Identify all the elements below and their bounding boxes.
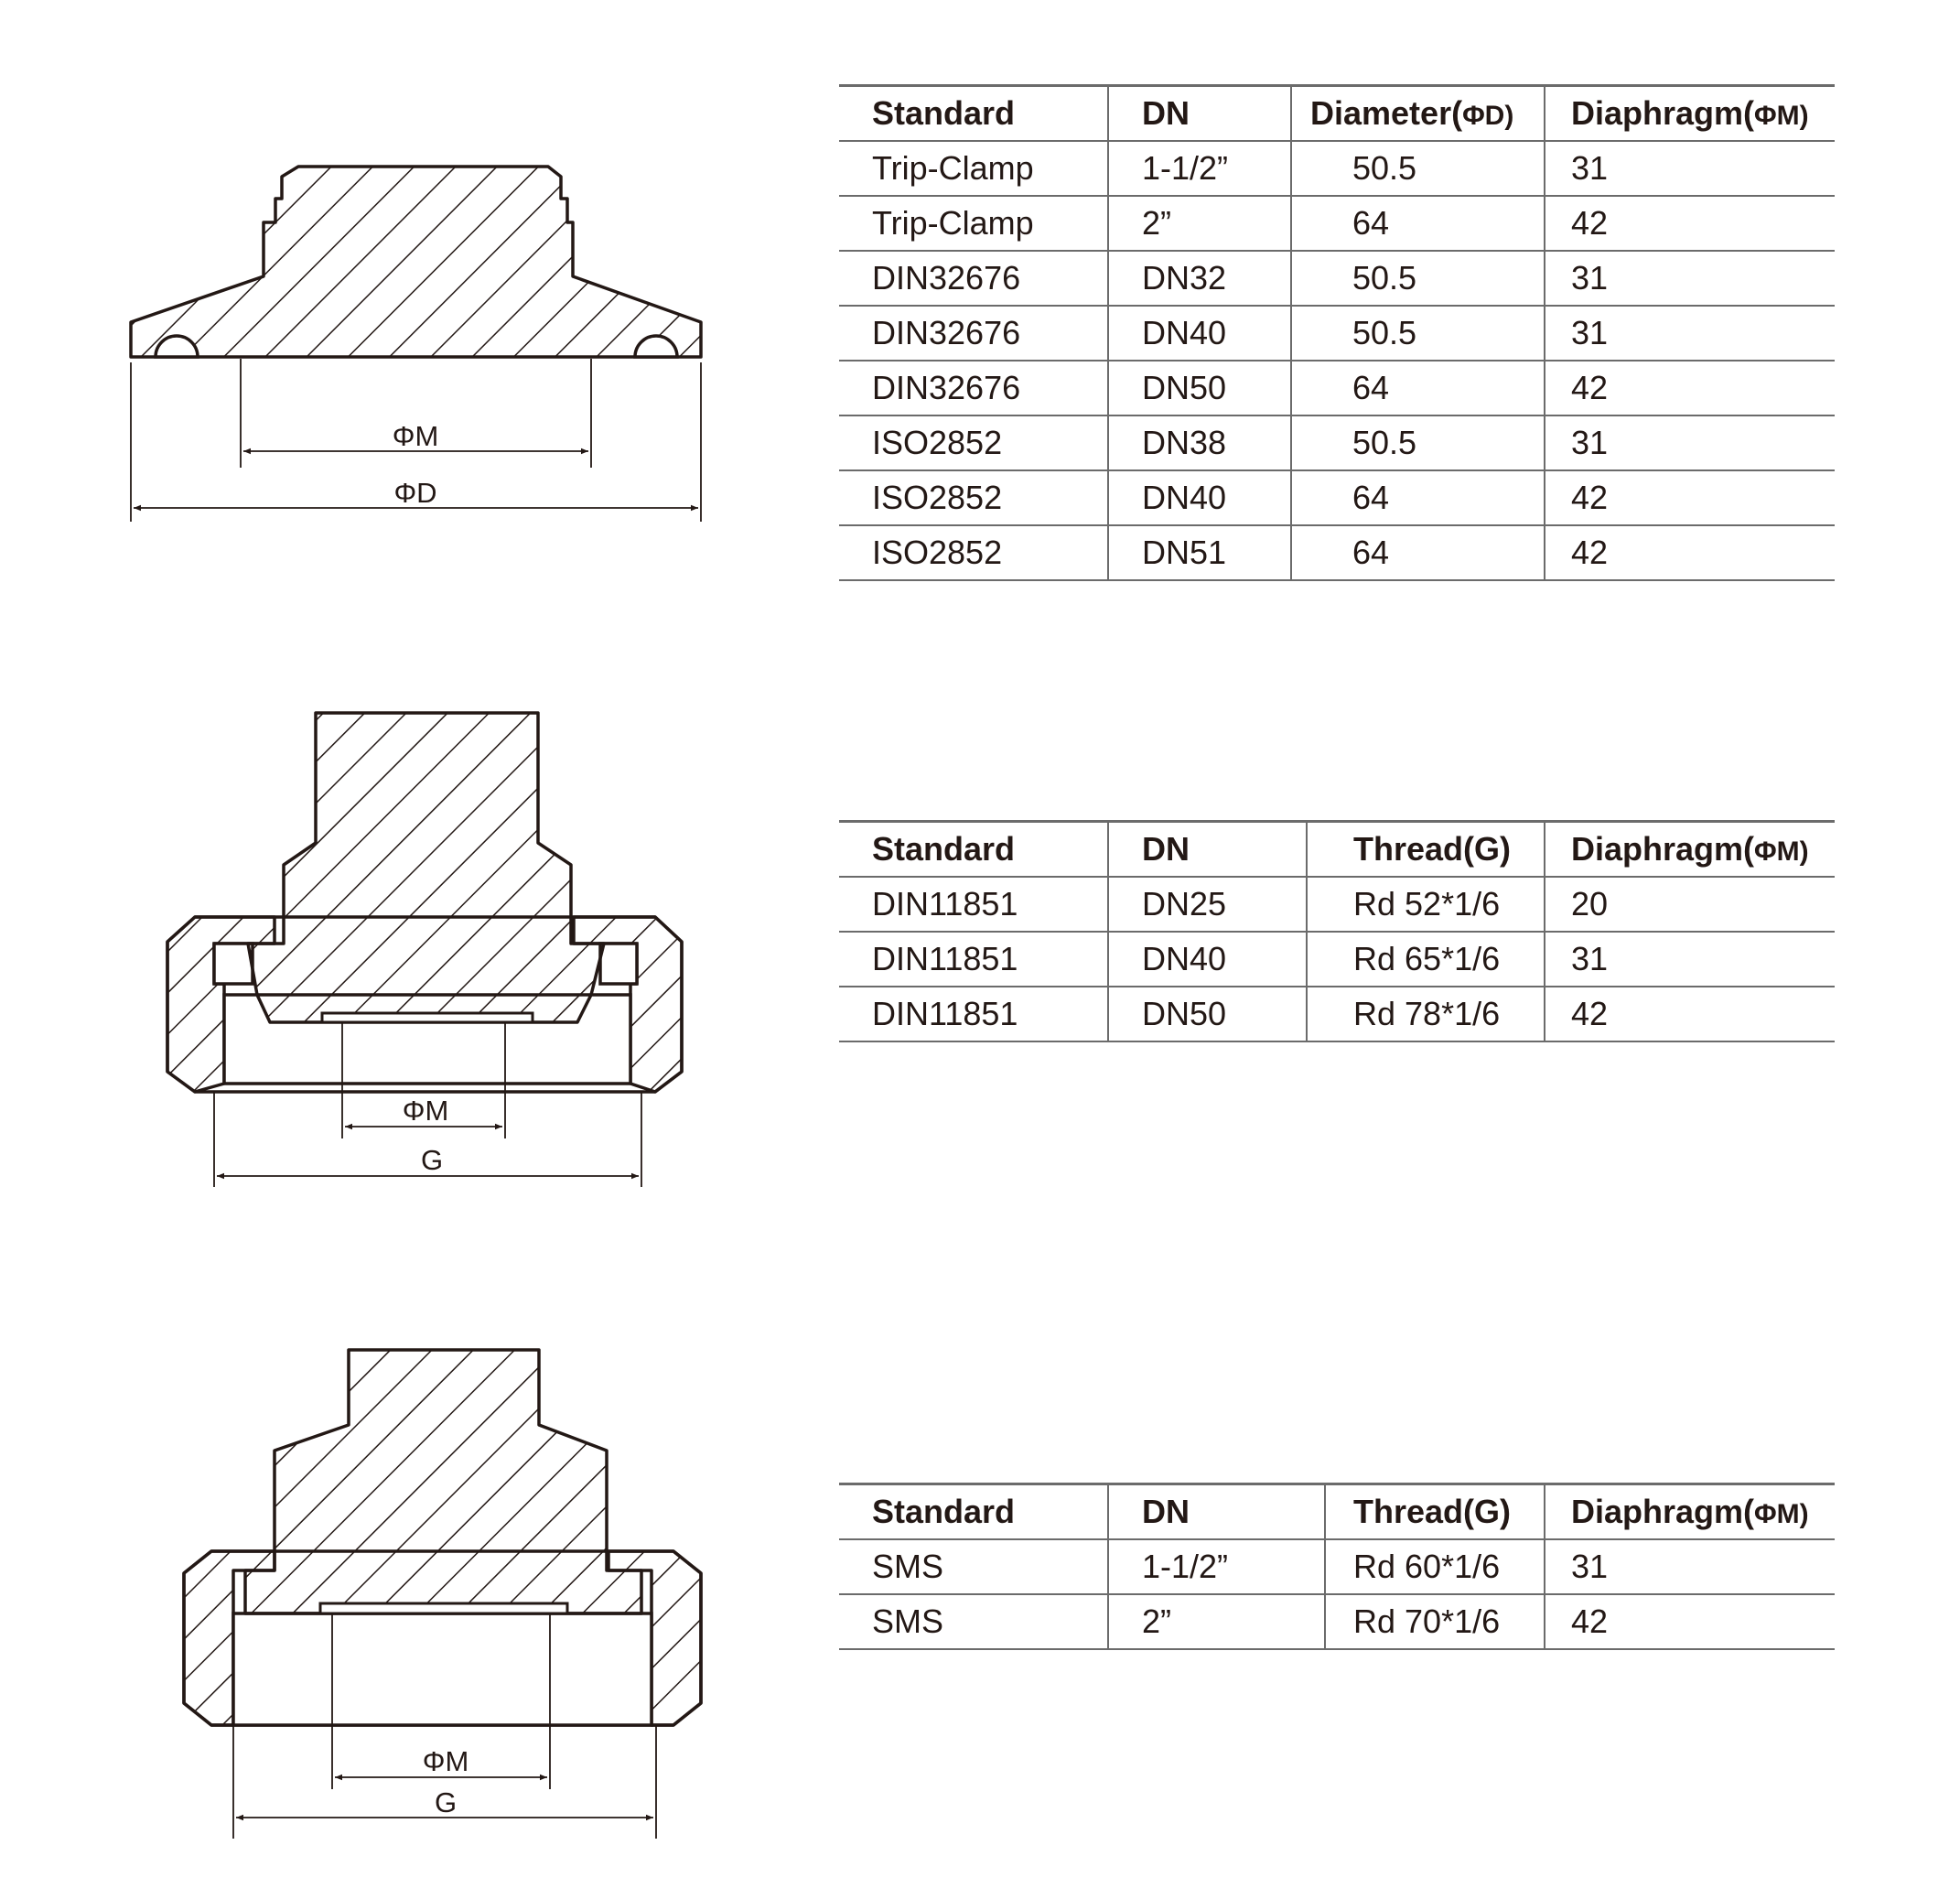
din-dim-m-label: ΦM — [403, 1095, 449, 1127]
header-dn: DN — [1107, 1484, 1325, 1540]
header-diaphragm: Diaphragm(ΦM) — [1544, 821, 1835, 878]
header-thread: Thread(G) — [1324, 1484, 1545, 1540]
clamp-spec-table: Standard DN Diameter(ΦD) Diaphragm(ΦM) T… — [839, 84, 1835, 581]
sms-diaphragm — [318, 1602, 569, 1615]
clamp-seal-drawing: ΦM ΦD — [129, 165, 703, 522]
header-diameter: Diameter(ΦD) — [1290, 85, 1545, 142]
header-thread: Thread(G) — [1306, 821, 1545, 878]
sms-nut-right-wall — [607, 1549, 703, 1727]
technical-drawings: ΦM ΦD ΦM G — [0, 0, 915, 1899]
table-header-row: Standard DN Thread(G) Diaphragm(ΦM) — [839, 821, 1835, 878]
clamp-dim-m-label: ΦM — [393, 420, 439, 452]
header-diaphragm: Diaphragm(ΦM) — [1544, 85, 1835, 142]
header-standard: Standard — [839, 821, 1108, 878]
header-diaphragm: Diaphragm(ΦM) — [1544, 1484, 1835, 1540]
clamp-right-groove — [633, 334, 679, 359]
sms-seal-drawing: ΦM G — [182, 1348, 703, 1839]
sms-inner-bore — [232, 1612, 653, 1727]
din-body-section — [246, 711, 606, 1024]
sms-dim-g-label: G — [435, 1786, 457, 1818]
table-header-row: Standard DN Thread(G) Diaphragm(ΦM) — [839, 1484, 1835, 1540]
din-diaphragm — [320, 1011, 534, 1024]
din-spec-table: Standard DN Thread(G) Diaphragm(ΦM) DIN1… — [839, 820, 1835, 1042]
header-standard: Standard — [839, 1484, 1108, 1540]
clamp-dim-d-label: ΦD — [393, 477, 436, 509]
clamp-body-section — [129, 165, 703, 359]
din-dim-g-label: G — [421, 1144, 443, 1176]
header-standard: Standard — [839, 85, 1108, 142]
sms-dim-m-label: ΦM — [423, 1745, 469, 1777]
header-dn: DN — [1107, 821, 1307, 878]
header-dn: DN — [1107, 85, 1291, 142]
sms-nut-left-wall — [182, 1549, 276, 1727]
din-seal-drawing: ΦM G — [166, 711, 684, 1187]
clamp-left-groove — [154, 334, 199, 359]
sms-body-section — [243, 1348, 643, 1615]
table-header-row: Standard DN Diameter(ΦD) Diaphragm(ΦM) — [839, 85, 1835, 142]
